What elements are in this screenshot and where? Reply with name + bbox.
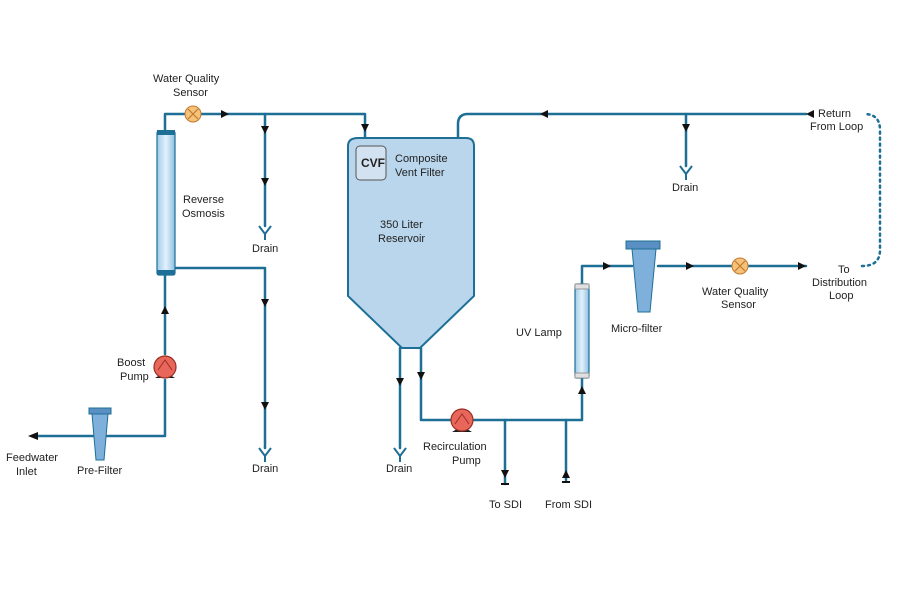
water-quality-sensor-1 — [184, 105, 202, 123]
label-uv-lamp: UV Lamp — [516, 327, 562, 339]
label-drain-reservoir: Drain — [386, 463, 412, 475]
ro-reject-pipe — [173, 266, 267, 450]
reverse-osmosis-column — [156, 130, 176, 276]
label-composite-vent-filter-1: Composite — [395, 153, 448, 165]
label-cvf: CVF — [361, 156, 385, 170]
label-to-distribution-loop-3: Loop — [829, 290, 853, 302]
arrow-to-sdi — [501, 470, 509, 478]
label-water-quality-sensor-2-line2: Sensor — [721, 299, 756, 311]
arrow-up-uv — [578, 386, 586, 394]
arrow-return-left — [540, 110, 548, 118]
label-drain-ro-top: Drain — [252, 243, 278, 255]
arrow-feedwater — [28, 432, 38, 440]
label-water-quality-sensor-1-line1: Water Quality — [153, 73, 220, 85]
label-feedwater-inlet-1: Feedwater — [6, 452, 58, 464]
arrow-reservoir-drain — [396, 378, 404, 386]
label-micro-filter: Micro-filter — [611, 323, 663, 335]
reservoir-outlet-pipe — [419, 346, 452, 422]
arrow-drain-top-down — [261, 126, 269, 134]
label-reservoir-1: 350 Liter — [380, 219, 423, 231]
label-reverse-osmosis-2: Osmosis — [182, 208, 225, 220]
arrow-into-reservoir — [361, 124, 369, 132]
water-quality-sensor-2 — [731, 257, 749, 275]
arrow-up-boost — [161, 306, 169, 314]
recirc-to-uv-pipe — [472, 376, 584, 422]
label-return-from-loop-1: Return — [818, 108, 851, 120]
label-feedwater-inlet-2: Inlet — [16, 466, 37, 478]
return-pipe — [456, 112, 808, 140]
label-from-sdi: From SDI — [545, 499, 592, 511]
feed-pipe — [36, 378, 167, 438]
arrow-to-microfilter — [603, 262, 611, 270]
drain-symbol-return — [679, 165, 693, 180]
label-pre-filter: Pre-Filter — [77, 465, 123, 477]
label-boost-pump-1: Boost — [117, 357, 145, 369]
label-reservoir-2: Reservoir — [378, 233, 425, 245]
arrow-reservoir-outlet — [417, 372, 425, 380]
label-drain-ro-bottom: Drain — [252, 463, 278, 475]
drain-symbol-ro-bottom — [258, 447, 272, 462]
uv-lamp — [574, 283, 590, 379]
label-water-quality-sensor-1-line2: Sensor — [173, 87, 208, 99]
arrow-return-entry — [806, 110, 814, 118]
label-drain-return: Drain — [672, 182, 698, 194]
label-recirculation-pump-2: Pump — [452, 455, 481, 467]
label-to-sdi: To SDI — [489, 499, 522, 511]
label-return-from-loop-2: From Loop — [810, 121, 863, 133]
label-to-distribution-loop-1: To — [838, 264, 850, 276]
arrow-to-distribution — [798, 262, 806, 270]
drain-symbol-reservoir — [393, 447, 407, 462]
distribution-loop-dotted — [860, 112, 882, 268]
arrow-reject-down — [261, 402, 269, 410]
recirculation-pump — [450, 408, 474, 432]
uv-to-microfilter-pipe — [580, 264, 634, 287]
pre-filter — [88, 407, 112, 461]
arrow-return-drain-down — [682, 124, 690, 132]
label-boost-pump-2: Pump — [120, 371, 149, 383]
arrow-drain-mid-down — [261, 178, 269, 186]
reservoir-tank — [347, 137, 475, 349]
micro-filter — [625, 240, 661, 313]
cvf-box — [355, 145, 387, 181]
label-reverse-osmosis-1: Reverse — [183, 194, 224, 206]
boost-pump — [153, 355, 177, 379]
arrow-to-sensor2 — [686, 262, 694, 270]
drain-symbol-ro-top — [258, 225, 272, 240]
arrow-ro-top-right — [221, 110, 229, 118]
arrow-from-sdi — [562, 470, 570, 478]
label-water-quality-sensor-2-line1: Water Quality — [702, 286, 769, 298]
label-recirculation-pump-1: Recirculation — [423, 441, 487, 453]
label-composite-vent-filter-2: Vent Filter — [395, 167, 445, 179]
label-to-distribution-loop-2: Distribution — [812, 277, 867, 289]
arrow-reject-right — [261, 299, 269, 307]
